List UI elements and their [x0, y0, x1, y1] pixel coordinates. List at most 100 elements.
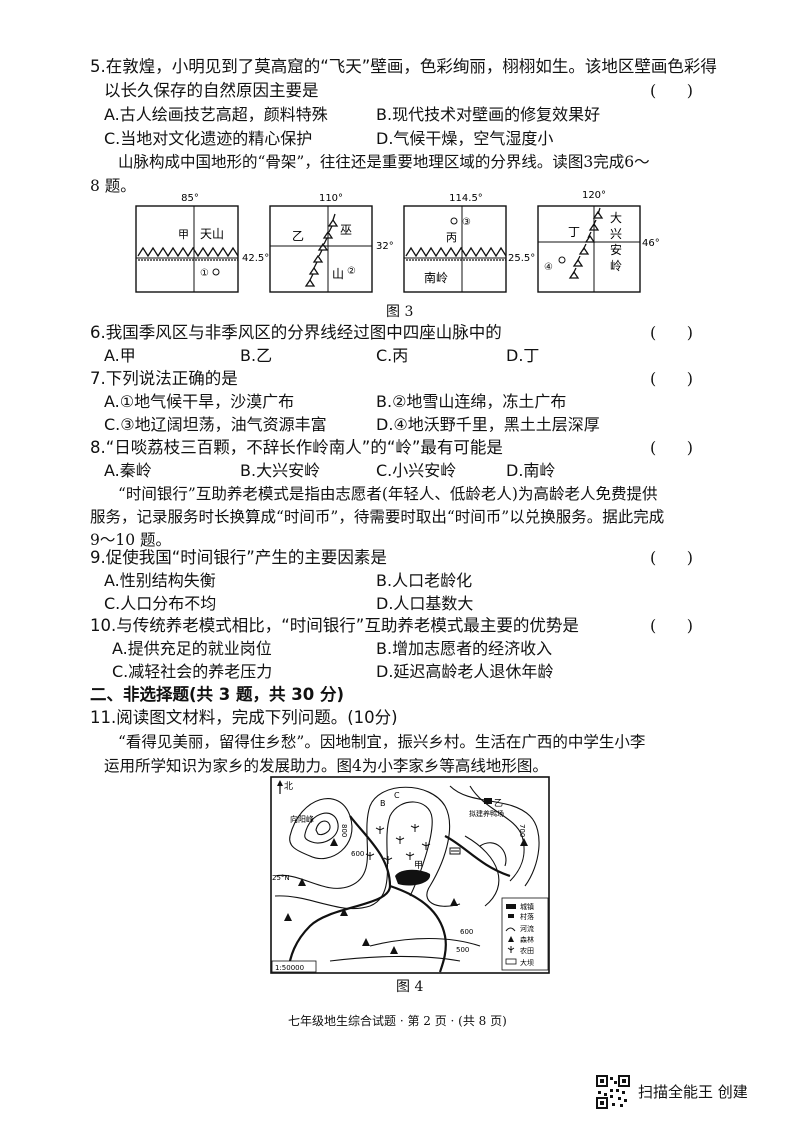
- label-yi: 乙: [494, 798, 503, 809]
- q7-stem: 7.下列说法正确的是: [90, 369, 238, 388]
- label-lat: 25°N: [272, 874, 290, 882]
- label-farm: 拟建养鸭场: [469, 809, 504, 818]
- figure4-contour-map: 北 甲: [270, 776, 550, 974]
- q5-option-b[interactable]: B.现代技术对壁画的修复效果好: [376, 105, 601, 124]
- q8-answer-paren[interactable]: ( ): [650, 438, 693, 457]
- map3-label-bing: 丙: [446, 231, 457, 244]
- figure3-caption: 图 3: [386, 304, 414, 320]
- intro-6-8-line2: 8 题。: [90, 177, 136, 195]
- map3-label-nanling: 南岭: [424, 270, 448, 285]
- q7-option-b[interactable]: B.②地雪山连绵，冻土广布: [376, 392, 567, 411]
- legend-river: 河流: [520, 924, 534, 933]
- label-500: 500: [456, 946, 469, 954]
- q6-option-b[interactable]: B.乙: [240, 346, 273, 365]
- q9-option-a[interactable]: A.性别结构失衡: [104, 571, 216, 590]
- qr-code-icon: [596, 1075, 630, 1109]
- scale-label: 1:50000: [275, 964, 304, 972]
- q8-option-a[interactable]: A.秦岭: [104, 461, 152, 480]
- map4-label-an: 安: [610, 242, 622, 257]
- q9-answer-paren[interactable]: ( ): [650, 548, 693, 567]
- map4-label-da: 大: [610, 211, 622, 225]
- q8-option-c[interactable]: C.小兴安岭: [376, 461, 457, 480]
- map4-label-xing: 兴: [610, 227, 622, 241]
- q6-stem: 6.我国季风区与非季风区的分界线经过图中四座山脉中的: [90, 323, 502, 342]
- q6-option-a[interactable]: A.甲: [104, 346, 136, 365]
- q9-stem: 9.促使我国“时间银行”产生的主要因素是: [90, 548, 387, 567]
- q7-option-c[interactable]: C.③地辽阔坦荡，油气资源丰富: [104, 415, 327, 434]
- q11-stem: 11.阅读图文材料，完成下列问题。(10分): [90, 708, 398, 727]
- farmland-icons: [365, 824, 431, 864]
- q9-option-c[interactable]: C.人口分布不均: [104, 594, 217, 613]
- legend-dam: 大坝: [520, 958, 534, 967]
- forest-icons: [284, 838, 528, 954]
- figure3-map-tianshan: 85° 甲 天山 ① 42.5°: [135, 193, 269, 293]
- intro-6-8-line1: 山脉构成中国地形的“骨架”，往往还是重要地理区域的分界线。读图3完成6～: [118, 153, 650, 171]
- q9-option-d[interactable]: D.人口基数大: [376, 594, 474, 613]
- figure3-maps: 85° 甲 天山 ① 42.5° 110° 乙 巫: [135, 190, 660, 293]
- contour-lines: [274, 785, 540, 962]
- q10-stem: 10.与传统养老模式相比，“时间银行”互助养老模式最主要的优势是: [90, 616, 579, 635]
- map2-label-yi: 乙: [292, 229, 304, 243]
- map2-lon: 110°: [319, 193, 343, 204]
- q10-option-b[interactable]: B.增加志愿者的经济收入: [376, 639, 553, 658]
- river: [286, 815, 511, 973]
- scanner-watermark: 扫描全能王 创建: [638, 1083, 748, 1101]
- map1-label-tianshan: 天山: [200, 227, 224, 241]
- map4-label-ding: 丁: [568, 225, 580, 239]
- q10-option-a[interactable]: A.提供充足的就业岗位: [112, 639, 272, 658]
- q9-option-b[interactable]: B.人口老龄化: [376, 571, 473, 590]
- legend-dam-icon: [505, 958, 517, 965]
- q7-option-a[interactable]: A.①地气候干旱，沙漠广布: [104, 392, 295, 411]
- map4-lon: 120°: [582, 190, 606, 201]
- q10-answer-paren[interactable]: ( ): [650, 616, 693, 635]
- q5-stem-line2: 以长久保存的自然原因主要是: [104, 81, 319, 100]
- legend-farmland-icon: [507, 946, 515, 953]
- figure3-map-nanling: 114.5° ③ 丙 南岭 25.5°: [403, 193, 535, 293]
- map1-label-jia: 甲: [178, 228, 189, 241]
- legend-farmland: 农田: [520, 946, 534, 955]
- map2-label-wu: 巫: [340, 223, 352, 237]
- figure3-map-daxinganling: 120° 丁 大 兴 安 岭 ④ 46°: [537, 190, 660, 293]
- dam-icon: [449, 847, 461, 855]
- north-label: 北: [284, 781, 293, 792]
- legend-village-icon: [508, 914, 514, 918]
- label-800: 800: [340, 824, 348, 837]
- q6-answer-paren[interactable]: ( ): [650, 323, 693, 342]
- section2-title: 二、非选择题(共 3 题，共 30 分): [90, 685, 345, 704]
- q6-option-c[interactable]: C.丙: [376, 346, 409, 365]
- q6-option-d[interactable]: D.丁: [506, 346, 540, 365]
- map2-label-shan: 山: [332, 267, 344, 281]
- legend-river-icon: [505, 927, 516, 932]
- q5-option-d[interactable]: D.气候干燥，空气湿度小: [376, 129, 554, 148]
- q5-answer-paren[interactable]: ( ): [650, 81, 693, 100]
- page-footer: 七年级地生综合试题 · 第 2 页 · (共 8 页): [288, 1014, 507, 1028]
- q11-text-line2: 运用所学知识为家乡的发展助力。图4为小李家乡等高线地形图。: [104, 757, 548, 775]
- legend-town: 城镇: [520, 902, 534, 911]
- figure4-caption: 图 4: [396, 979, 424, 995]
- intro-9-10-line3: 9～10 题。: [90, 531, 172, 549]
- q5-option-c[interactable]: C.当地对文化遗迹的精心保护: [104, 129, 313, 148]
- legend-town-icon: [506, 904, 516, 909]
- legend: 城镇 村落 河流 森林 农田 大坝: [501, 897, 549, 971]
- town-jia-icon: 甲: [395, 860, 431, 886]
- map3-label-3: ③: [462, 217, 471, 228]
- q8-option-d[interactable]: D.南岭: [506, 461, 556, 480]
- legend-village: 村落: [520, 912, 534, 921]
- q10-option-d[interactable]: D.延迟高龄老人退休年龄: [376, 662, 554, 681]
- label-b: B: [380, 799, 386, 808]
- label-c: C: [394, 791, 400, 800]
- q10-option-c[interactable]: C.减轻社会的养老压力: [112, 662, 273, 681]
- q8-stem: 8.“日啖荔枝三百颗，不辞长作岭南人”的“岭”最有可能是: [90, 438, 503, 457]
- q7-answer-paren[interactable]: ( ): [650, 369, 693, 388]
- label-700: 700: [518, 824, 526, 837]
- label-jia: 甲: [414, 860, 423, 871]
- q5-option-a[interactable]: A.古人绘画技艺高超，颜料特殊: [104, 105, 328, 124]
- q8-option-b[interactable]: B.大兴安岭: [240, 461, 321, 480]
- q7-option-d[interactable]: D.④地沃野千里，黑土土层深厚: [376, 415, 600, 434]
- map4-label-4: ④: [544, 262, 553, 273]
- north-arrow-icon: 北: [277, 780, 293, 794]
- legend-forest-icon: [508, 936, 514, 942]
- label-600b: 600: [460, 928, 473, 936]
- q5-stem-line1: 5.在敦煌，小明见到了莫高窟的“飞天”壁画，色彩绚丽，栩栩如生。该地区壁画色彩得: [90, 57, 717, 76]
